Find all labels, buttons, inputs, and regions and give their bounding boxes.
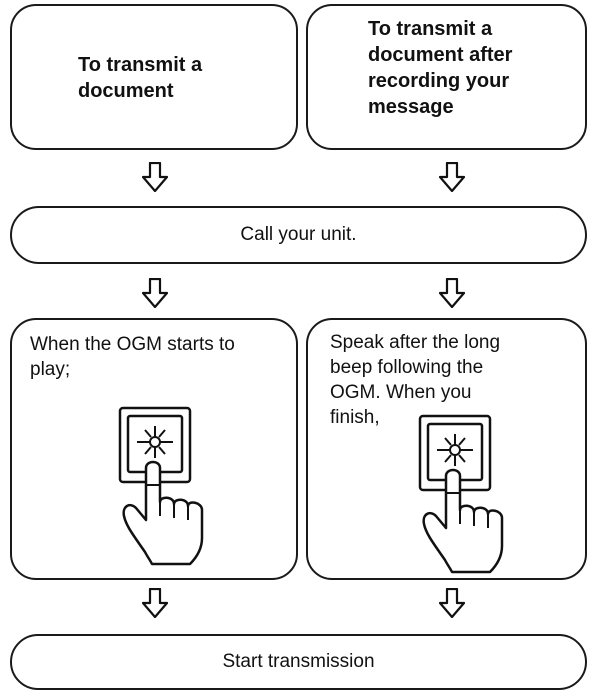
down-arrow-icon: [142, 588, 168, 618]
left-header-label: To transmit a document: [78, 52, 202, 104]
left-step-box: When the OGM starts to play;: [10, 318, 298, 580]
press-star-key-icon: [118, 406, 204, 566]
left-header-line-2: document: [78, 80, 174, 102]
right-header-box: To transmit a document after recording y…: [306, 4, 587, 150]
right-step-line-2: beep following the: [330, 357, 484, 378]
down-arrow-icon: [439, 162, 465, 192]
press-star-key-icon: [418, 414, 504, 574]
down-arrow-icon: [439, 588, 465, 618]
call-unit-box: Call your unit.: [10, 206, 587, 264]
right-step-line-4: finish,: [330, 407, 380, 428]
left-step-line-2: play;: [30, 359, 71, 380]
right-header-label: To transmit a document after recording y…: [368, 16, 512, 120]
start-transmission-box: Start transmission: [10, 634, 587, 690]
left-header-box: To transmit a document: [10, 4, 298, 150]
left-step-line-1: When the OGM starts to: [30, 334, 235, 355]
down-arrow-icon: [439, 278, 465, 308]
right-step-line-1: Speak after the long: [330, 332, 501, 353]
left-header-line-1: To transmit a: [78, 54, 203, 76]
left-step-label: When the OGM starts to play;: [30, 332, 235, 382]
start-transmission-label: Start transmission: [222, 651, 375, 672]
right-header-line-2: document after: [368, 44, 513, 66]
right-step-line-3: OGM. When you: [330, 382, 472, 403]
down-arrow-icon: [142, 162, 168, 192]
right-header-line-3: recording your: [368, 70, 510, 92]
right-step-box: Speak after the long beep following the …: [306, 318, 587, 580]
right-step-label: Speak after the long beep following the …: [330, 330, 500, 430]
right-header-line-1: To transmit a: [368, 18, 493, 40]
down-arrow-icon: [142, 278, 168, 308]
call-unit-label: Call your unit.: [240, 224, 357, 245]
right-header-line-4: message: [368, 96, 454, 118]
